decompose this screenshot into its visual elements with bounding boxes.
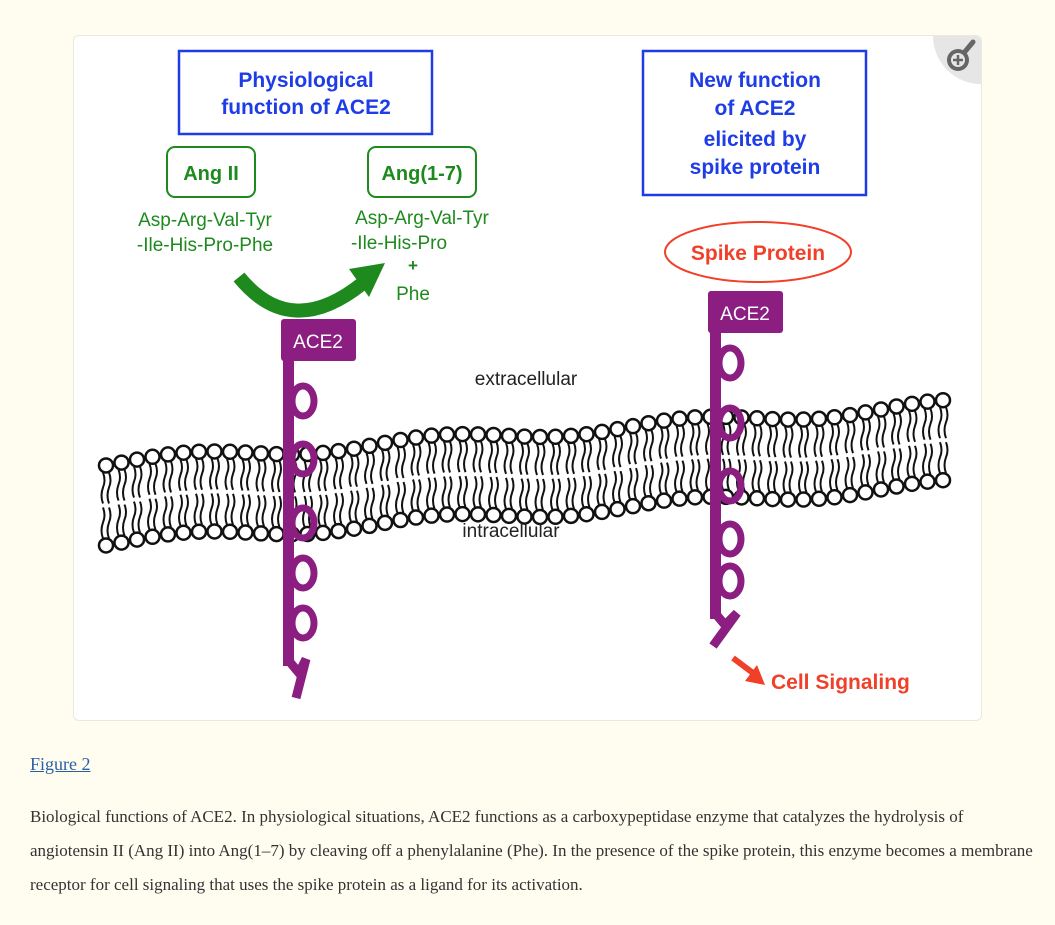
lipid — [97, 457, 115, 554]
lipid — [454, 425, 471, 523]
lipid — [144, 448, 161, 546]
protein-loop — [715, 562, 745, 600]
lipid — [872, 401, 890, 498]
lipid — [903, 395, 921, 493]
lipid — [314, 444, 332, 542]
lipid — [469, 426, 487, 523]
spike-label: Spike Protein — [691, 242, 825, 265]
lipid — [795, 411, 812, 508]
intracellular-label: intracellular — [462, 521, 560, 542]
lipid — [655, 412, 673, 509]
lipid — [934, 391, 952, 489]
lipid — [841, 406, 859, 504]
ang17-label: Ang(1-7) — [381, 163, 462, 185]
figure-caption: Biological functions of ACE2. In physiol… — [30, 800, 1040, 902]
lipid — [113, 454, 130, 551]
zoom-figure-button[interactable] — [933, 36, 981, 84]
lipid — [330, 442, 347, 540]
ace2-receptor-right: ACE2 — [708, 291, 783, 649]
lipid — [810, 410, 828, 508]
lipid — [748, 410, 766, 507]
ace2-label: ACE2 — [293, 332, 343, 353]
caption-text: Biological functions of ACE2. In physiol… — [30, 807, 1033, 894]
conversion-arrow-icon — [233, 263, 385, 318]
protein-loop — [288, 382, 318, 420]
lipid — [252, 445, 270, 542]
protein-loop — [715, 344, 745, 382]
lipid — [361, 437, 378, 535]
lipid — [578, 425, 595, 523]
lipid — [516, 428, 533, 525]
spike-protein: Spike Protein — [664, 221, 852, 283]
lipid — [423, 427, 440, 524]
box-text: spike protein — [690, 156, 821, 179]
new-function-box: New function of ACE2 elicited by spike p… — [641, 49, 868, 197]
lipid — [159, 446, 177, 543]
lipid — [640, 414, 657, 512]
figure-link[interactable]: Figure 2 — [30, 754, 91, 774]
lipid — [206, 443, 223, 540]
ang2-sequence: Asp-Arg-Val-Tyr — [138, 210, 272, 231]
ace2-receptor-left: ACE2 — [281, 319, 356, 700]
protein-loop — [288, 504, 318, 542]
lipid — [547, 428, 564, 526]
physiological-function-box: Physiological function of ACE2 — [177, 49, 434, 136]
box-text: elicited by — [704, 128, 807, 151]
protein-loop — [288, 554, 318, 592]
lipid — [671, 410, 688, 507]
lipid — [779, 411, 797, 508]
protein-loop — [715, 467, 745, 505]
lipid — [392, 431, 409, 529]
ace2-label: ACE2 — [720, 304, 770, 325]
ang17-sequence: Asp-Arg-Val-Tyr — [355, 208, 489, 229]
box-text: Physiological — [238, 69, 373, 92]
figure-container: Physiological function of ACE2 New funct… — [73, 35, 982, 721]
lipid — [562, 427, 580, 525]
lipid — [438, 426, 456, 523]
ace2-diagram: Physiological function of ACE2 New funct… — [97, 49, 952, 700]
extracellular-label: extracellular — [475, 369, 578, 390]
lipid — [686, 409, 704, 506]
box-text: New function — [689, 69, 821, 92]
protein-loop — [288, 440, 318, 478]
lipid — [919, 393, 936, 490]
lipid — [221, 443, 239, 541]
lipid — [624, 417, 642, 515]
box-text: function of ACE2 — [221, 96, 391, 119]
protein-loop — [715, 404, 745, 442]
plus-sign: + — [408, 256, 418, 275]
zoom-in-magnifier-icon — [947, 39, 976, 71]
ang2-sequence: -Ile-His-Pro-Phe — [137, 235, 273, 256]
lipid — [128, 451, 146, 548]
protein-loop — [715, 520, 745, 558]
lipid — [376, 434, 394, 532]
phe-label: Phe — [396, 284, 430, 305]
lipid — [826, 409, 843, 506]
ang17-badge: Ang(1-7) — [367, 146, 477, 198]
lipid — [857, 404, 874, 501]
ang17-sequence: -Ile-His-Pro — [351, 233, 447, 254]
lipid — [175, 444, 192, 541]
lipid — [485, 426, 502, 524]
lipid — [764, 410, 781, 508]
lipid — [237, 444, 254, 541]
lipid — [268, 445, 285, 543]
ang2-badge: Ang II — [166, 146, 256, 198]
lipid — [888, 398, 905, 495]
lipid — [531, 428, 549, 526]
box-text: of ACE2 — [715, 97, 796, 120]
lipid — [345, 440, 363, 537]
ang2-label: Ang II — [183, 163, 239, 185]
lipid — [593, 423, 611, 521]
lipid — [609, 420, 626, 518]
lipid — [407, 429, 425, 526]
lipid — [190, 443, 208, 540]
cell-signaling-label: Cell Signaling — [771, 671, 910, 694]
signal-arrow-icon — [731, 655, 765, 685]
protein-loop — [288, 604, 318, 642]
lipid — [500, 427, 518, 525]
